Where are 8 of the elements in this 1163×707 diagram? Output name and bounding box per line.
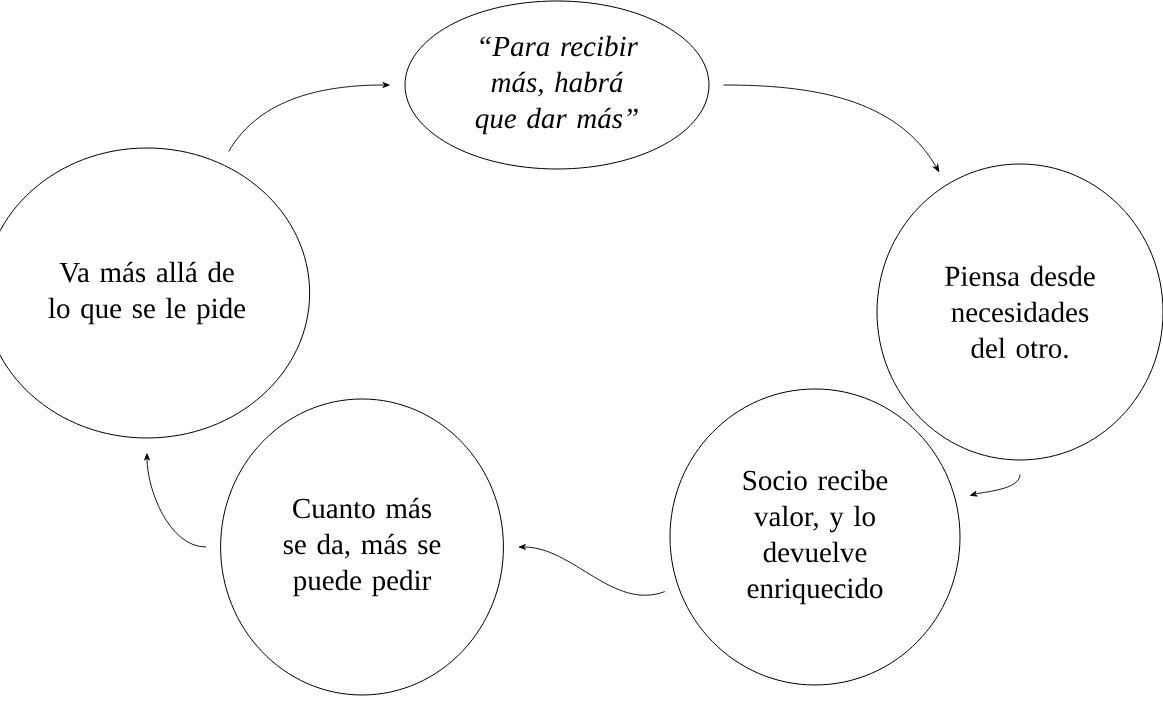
curved-arrow [970,474,1021,497]
curved-arrow [144,453,207,548]
ellipse-node: Socio recibe valor, y lo devuelve enriquecido [669,388,961,686]
ellipse-node: Cuanto más se da, más se puede pedir [220,398,504,696]
curved-arrow [518,544,666,596]
curved-arrow [723,84,940,172]
ellipse-node: “Para recibir más, habrá que dar más” [404,0,710,170]
curved-arrow [228,82,390,152]
